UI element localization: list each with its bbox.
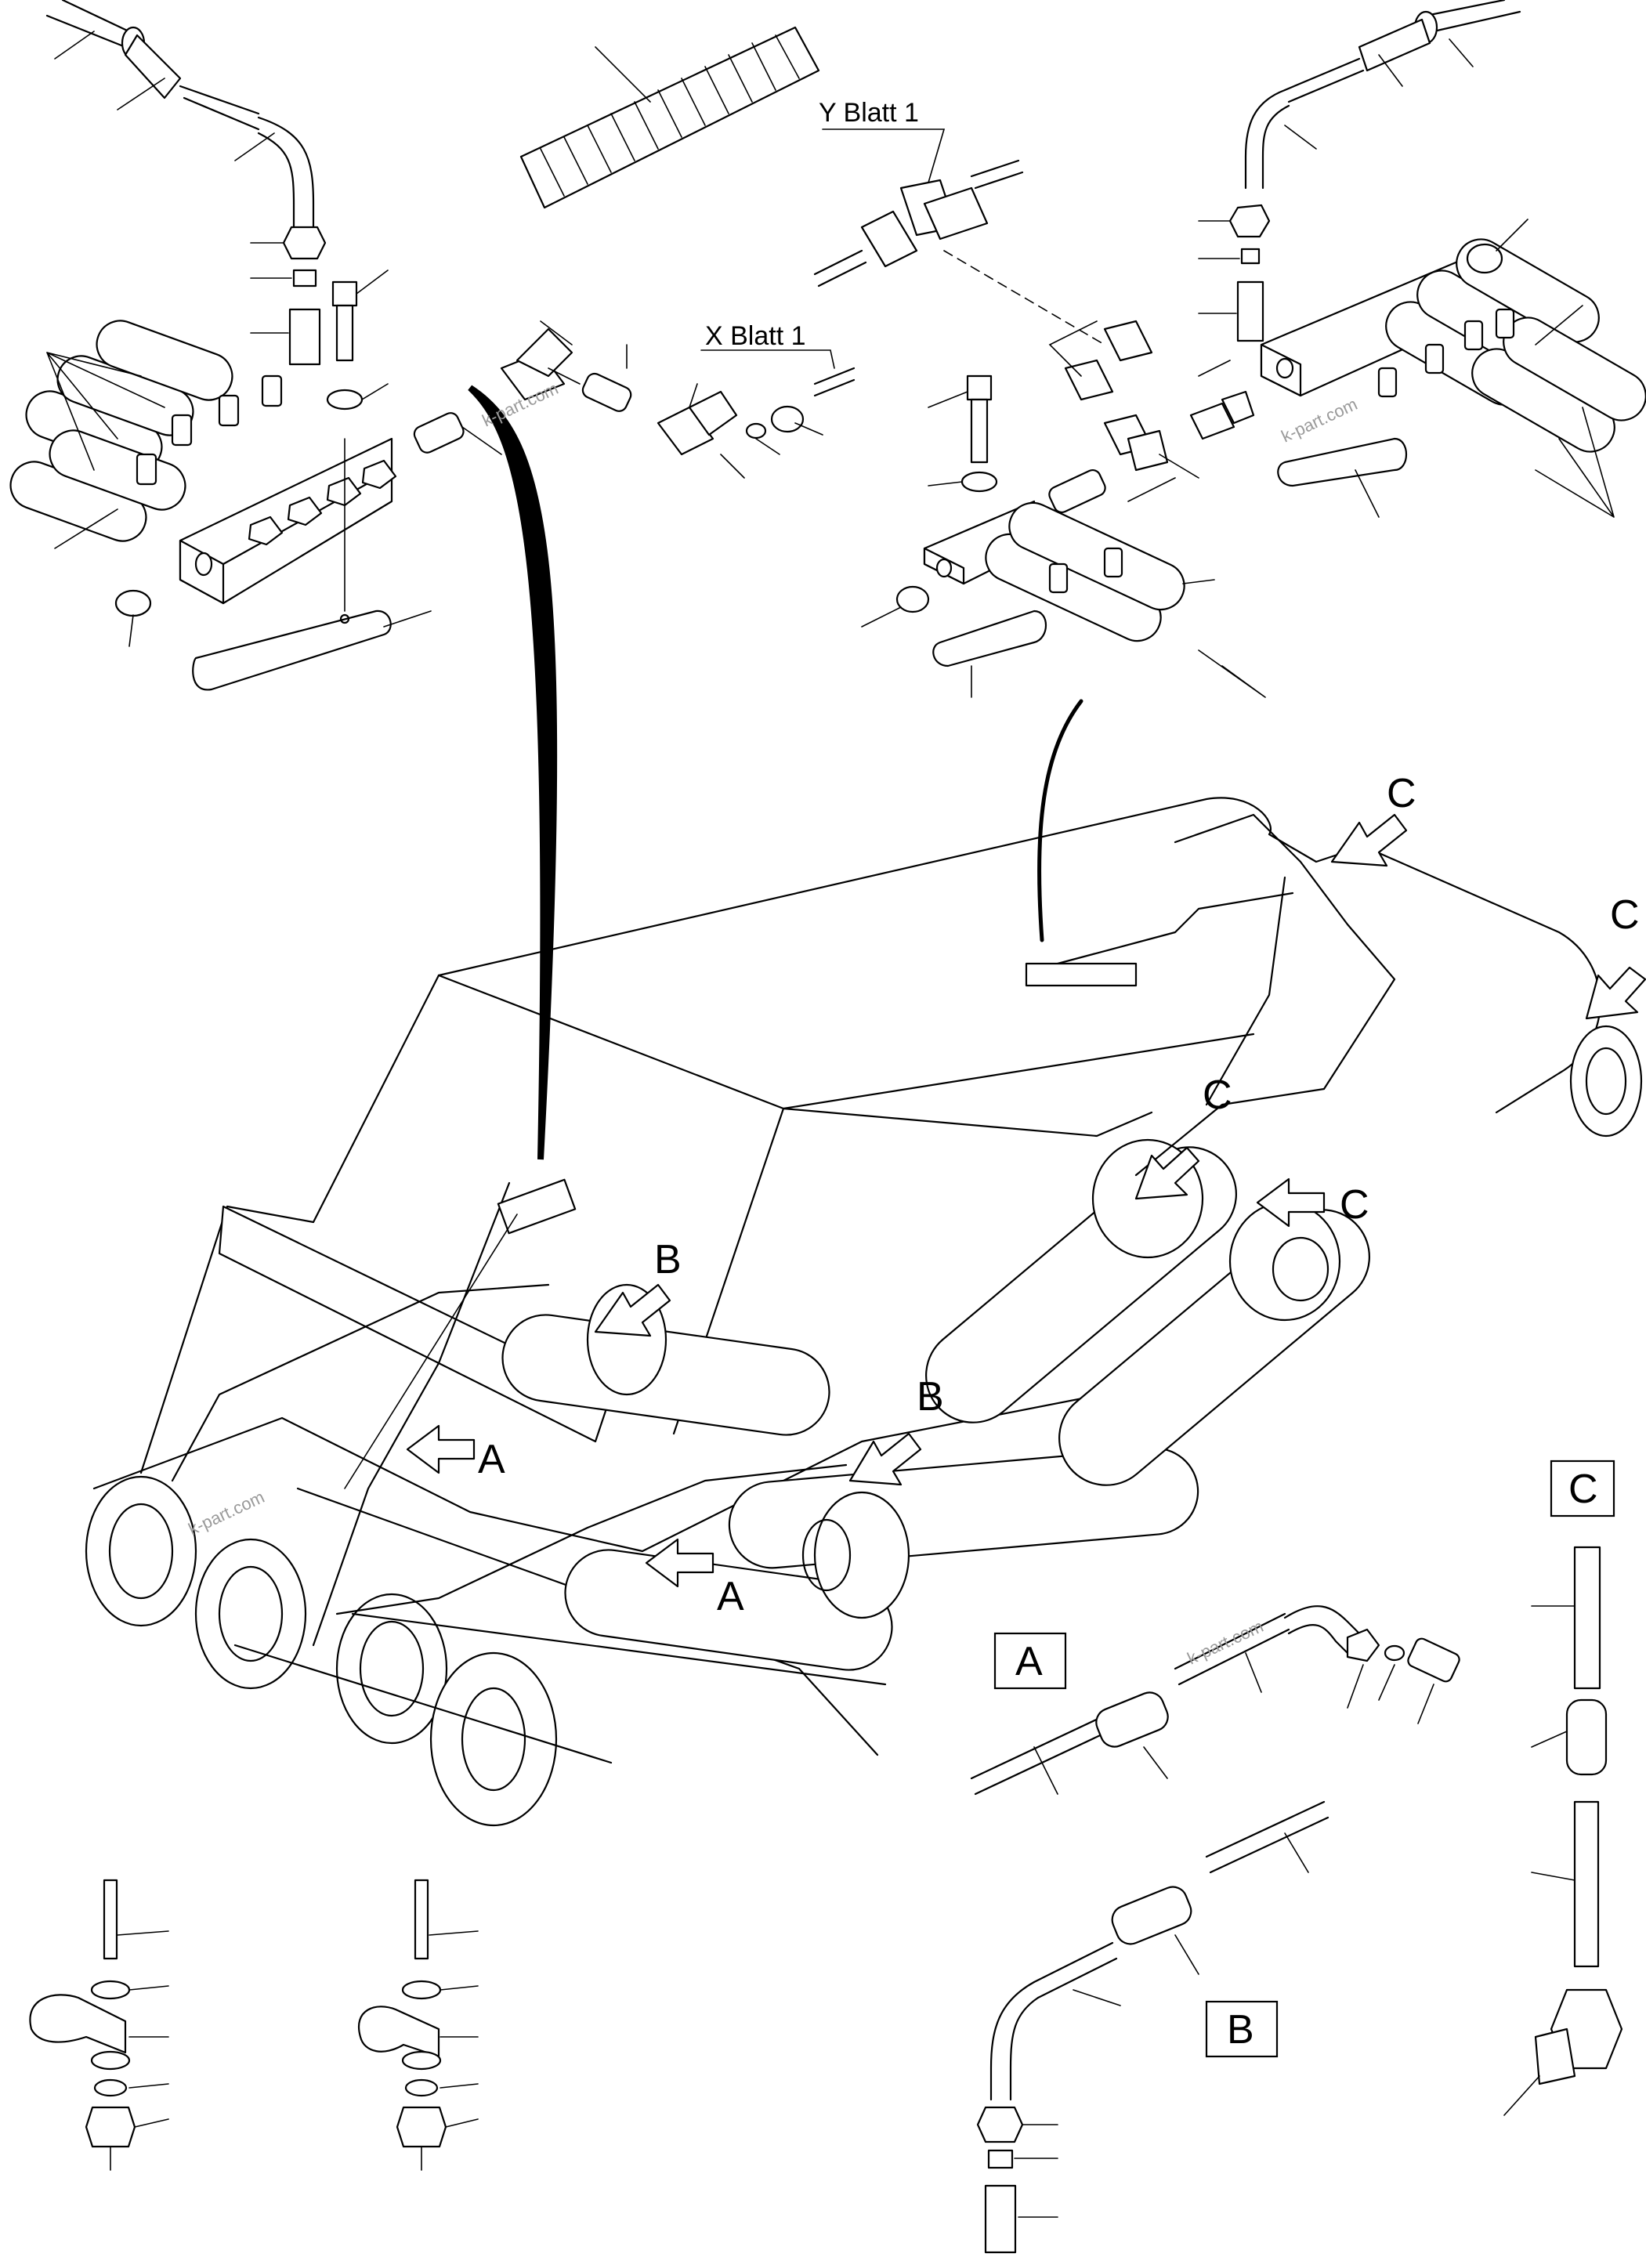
callout-a-2: A <box>717 1574 744 1619</box>
callout-c-2: C <box>1610 892 1640 938</box>
callout-a-1: A <box>478 1437 505 1482</box>
spiral-guard-hose <box>519 26 820 209</box>
left-distributor-assembly <box>9 0 432 691</box>
callout-b-2: B <box>917 1374 944 1420</box>
detail-box-b-label: B <box>1227 2007 1254 2053</box>
watermark: k-part.com <box>1279 394 1361 447</box>
detail-arrow-left <box>468 385 558 1160</box>
detail-box-c-label: C <box>1568 1467 1598 1512</box>
detail-b: B <box>976 1800 1329 2254</box>
callout-c-3: C <box>1203 1073 1232 1118</box>
callout-b-1: B <box>654 1237 682 1282</box>
detail-arrow-right <box>1037 699 1083 942</box>
detail-box-a-label: A <box>1015 1639 1043 1684</box>
sheet-ref-x: X Blatt 1 <box>705 321 806 351</box>
callout-c-1: C <box>1387 771 1416 816</box>
clamp-assembly-right <box>358 1879 479 2171</box>
left-fitting-chain: X Blatt 1 <box>413 320 856 479</box>
detail-a: A <box>970 1605 1460 1796</box>
clamp-assembly-left <box>29 1879 169 2171</box>
watermark: k-part.com <box>186 1487 268 1539</box>
callout-arrows <box>406 813 1646 1588</box>
boom-drawing <box>85 797 1643 1827</box>
right-distributor-assembly: Y Blatt 1 <box>813 0 1646 698</box>
detail-c: C <box>1503 1460 1623 2116</box>
hex-nut-part <box>282 226 327 260</box>
callout-c-4: C <box>1340 1182 1369 1228</box>
sheet-ref-y: Y Blatt 1 <box>819 98 919 128</box>
